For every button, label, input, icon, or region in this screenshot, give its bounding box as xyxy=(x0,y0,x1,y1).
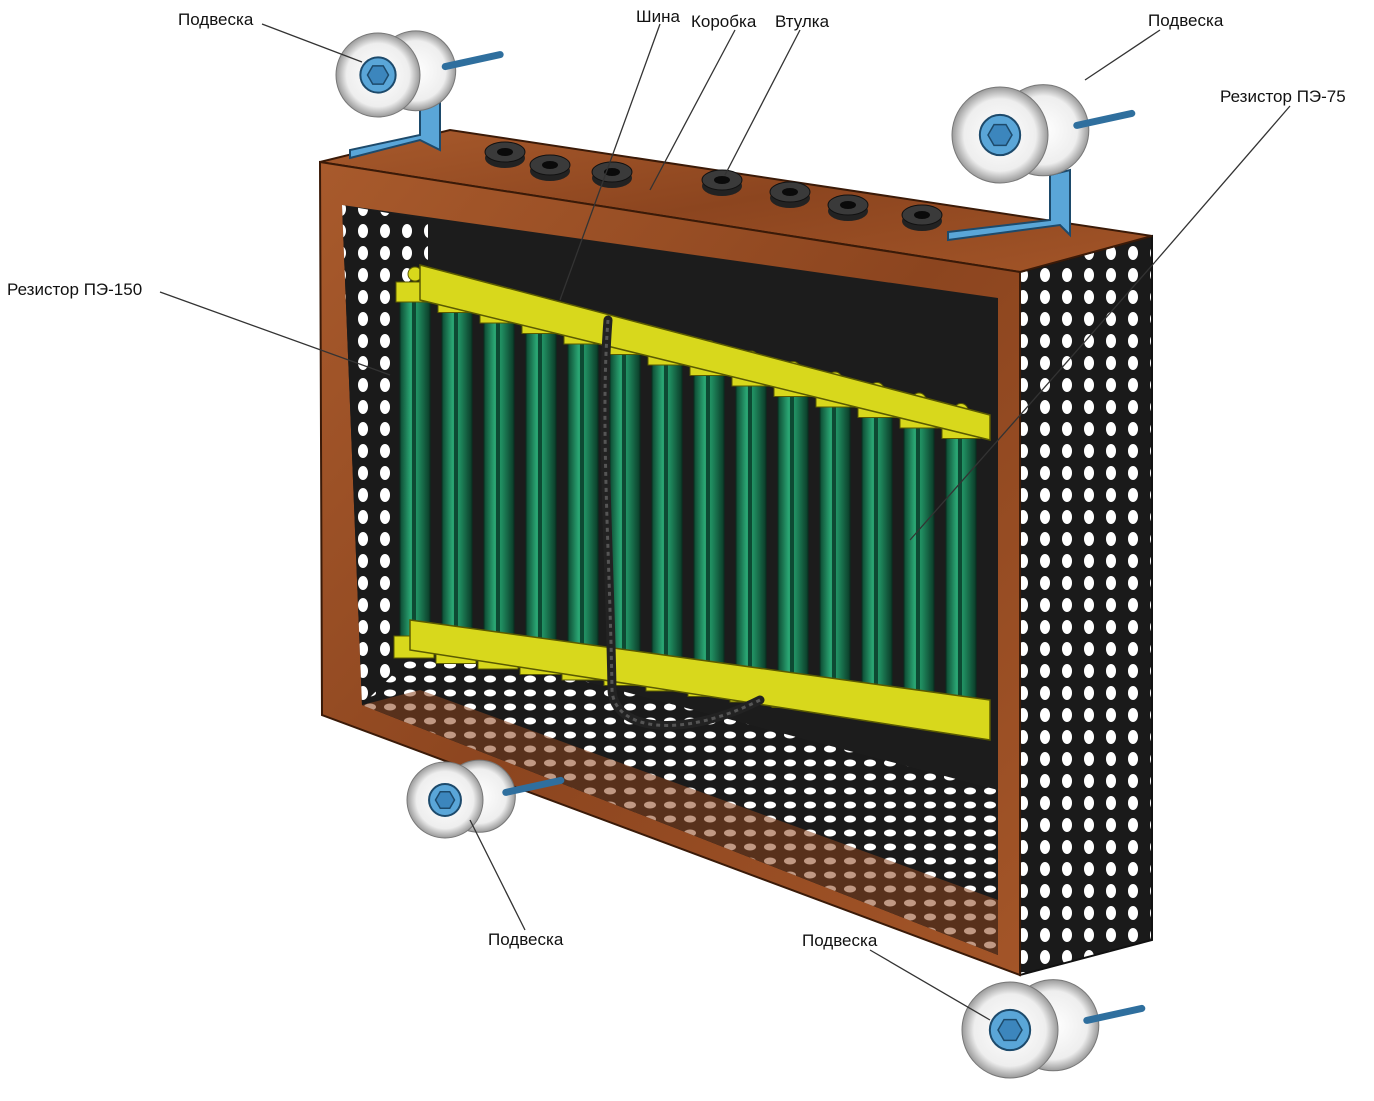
leader-bushing xyxy=(724,29,801,176)
box-right-side-panel xyxy=(1019,234,1153,977)
resistor-tube-groove xyxy=(580,342,584,662)
insulator-stud xyxy=(441,51,504,71)
resistor-tube-groove xyxy=(496,321,500,651)
bushing-hole xyxy=(914,211,930,219)
bushing-hole xyxy=(714,176,730,184)
label-resistor-pe150: Резистор ПЭ-150 xyxy=(7,280,143,299)
label-box: Коробка xyxy=(691,12,757,31)
resistor-tube-groove xyxy=(916,426,920,706)
insulators-group xyxy=(335,30,1146,1079)
leader-lines xyxy=(159,23,1291,1021)
resistor-tube-groove xyxy=(958,436,962,712)
leader-hanger-bottom-right xyxy=(869,949,991,1021)
label-bushing: Втулка xyxy=(775,12,830,31)
resistor-tube-groove xyxy=(538,331,542,657)
label-hanger-bottom-left: Подвеска xyxy=(488,930,564,949)
leader-hanger-bottom-left xyxy=(469,819,526,931)
resistor-tube-groove xyxy=(832,405,836,695)
leader-pe75-inner xyxy=(909,261,1156,541)
leader-hanger-top-left xyxy=(261,23,363,63)
bushing-hole xyxy=(840,201,856,209)
label-bus: Шина xyxy=(636,7,680,26)
resistor-tube-groove xyxy=(412,300,416,640)
bushing-hole xyxy=(782,188,798,196)
resistor-tube-groove xyxy=(790,394,794,690)
leader-pe75 xyxy=(1154,105,1291,263)
resistor-tube-groove xyxy=(748,384,752,684)
label-resistor-pe75: Резистор ПЭ-75 xyxy=(1220,87,1346,106)
insulator-nut xyxy=(434,791,456,809)
resistor-tube-groove xyxy=(706,373,710,679)
bushing-hole xyxy=(497,148,513,156)
resistor-tube-groove xyxy=(622,352,626,668)
insulator-stud xyxy=(1083,1004,1146,1024)
wiring-cable-highlight xyxy=(603,319,761,727)
resistor-tube-groove xyxy=(664,363,668,673)
insulator-nut xyxy=(987,123,1013,147)
insulator-stud xyxy=(1073,109,1136,129)
bushing-hole xyxy=(604,168,620,176)
resistor-tube-groove xyxy=(874,415,878,701)
resistor-tube-groove xyxy=(454,310,458,646)
leader-pe150 xyxy=(159,291,391,376)
leader-hanger-top-right xyxy=(1084,29,1161,81)
top-busbar-bracket xyxy=(419,264,991,441)
label-hanger-bottom-right: Подвеска xyxy=(802,931,878,950)
leader-bus xyxy=(559,23,661,301)
leader-box xyxy=(649,29,736,191)
label-hanger-top-left: Подвеска xyxy=(178,10,254,29)
insulator-nut xyxy=(997,1018,1023,1042)
insulator-nut xyxy=(366,65,390,85)
insulator-stud xyxy=(502,776,565,796)
label-hanger-top-right: Подвеска xyxy=(1148,11,1224,30)
bottom-busbar-bracket xyxy=(409,619,991,741)
box-bottom-floor-shade xyxy=(362,690,998,955)
bushing-hole xyxy=(542,161,558,169)
